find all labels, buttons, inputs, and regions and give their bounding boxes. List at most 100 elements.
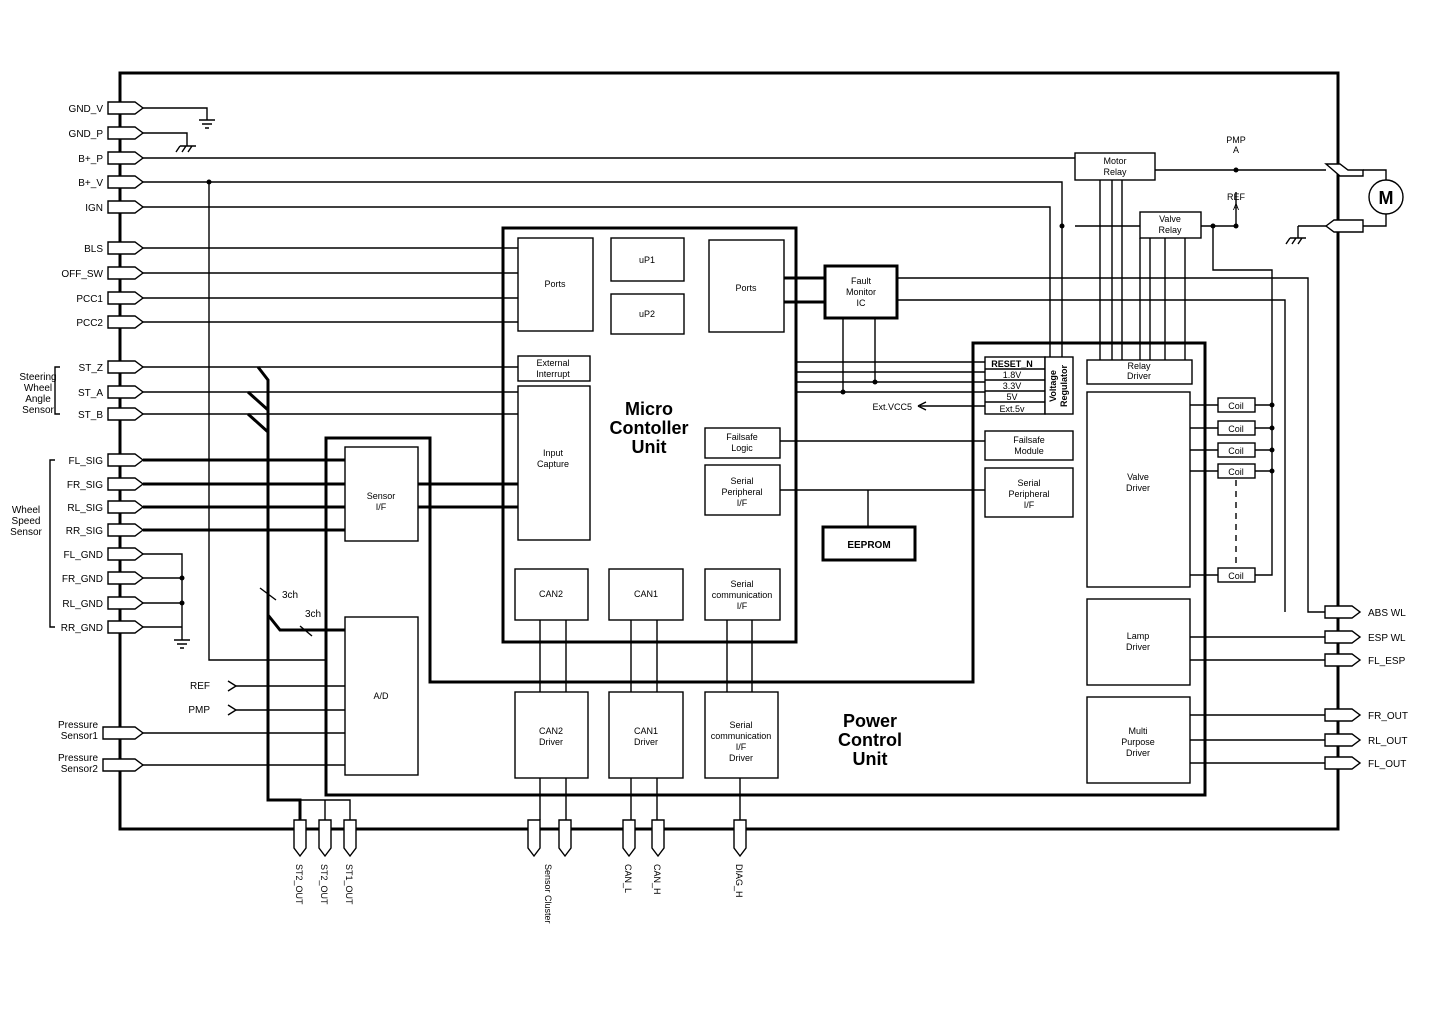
pressure1-label-1: Pressure [58,720,98,731]
serial-driver-1: Serial [729,720,752,730]
motor-relay-2: Relay [1103,167,1127,177]
mcu-serial-comm-3: I/F [737,601,748,611]
right-connector-pin [1324,653,1362,667]
pressure2-label-2: Sensor2 [61,764,99,775]
coil-3: Coil [1228,446,1244,456]
left-connector-label: RL_GND [62,599,103,610]
bottom-connector-label: ST2_OUT [294,864,304,905]
lamp-driver-2: Driver [1126,642,1150,652]
bottom-connector-pin [622,819,636,858]
pcu-title-3: Unit [853,749,888,769]
can2-driver-1: CAN2 [539,726,563,736]
mcu-blocks: Ports uP1 uP2 Ports External Interrupt I… [514,237,785,621]
left-connector-label: PCC2 [76,318,103,329]
ref-a-2: A [1233,202,1239,212]
micro-controller-unit [501,226,798,644]
left-connector-label: B+_P [78,154,103,165]
left-connector-pin [107,291,145,305]
fault-monitor-2: Monitor [846,287,876,297]
mcu-up1: uP1 [639,255,655,265]
failsafe-module-1: Failsafe [1013,435,1045,445]
left-connector-pin [107,385,145,399]
right-connector-pin [1324,605,1362,619]
left-connector-label: RR_SIG [66,526,103,537]
left-connector-pin [107,151,145,165]
pcu-blocks: Sensor I/F A/D CAN2 Driver CAN1 Driver S… [344,356,1193,784]
right-connector-pin [1324,630,1362,644]
bottom-connector-pin [318,819,332,858]
pmp-label: PMP [188,705,210,716]
left-connector-pin [107,101,145,115]
left-connector-label: FR_GND [62,574,103,585]
left-connector-pin [107,523,145,537]
bottom-connector-pin [558,819,572,858]
pcu-title-1: Power [843,711,897,731]
left-connector-pin [107,407,145,421]
steering-label-4: Sensor [22,405,54,416]
bottom-connector-label: DIAG_H [734,864,744,898]
input-capture-1: Input [543,448,564,458]
valve-relay-2: Relay [1158,225,1182,235]
bottom-connector-pin [733,819,747,858]
ground-symbols [174,119,1306,649]
wheel-speed-label-2: Speed [12,516,41,527]
left-connector-label: FL_GND [64,550,103,561]
rail-3v3: 3.3V [1003,381,1022,391]
motor-label: M [1379,188,1394,208]
left-connector-pin [107,547,145,561]
ref-a-1: REF [1227,192,1246,202]
motor-icon [1368,179,1404,215]
can1-driver-2: Driver [634,737,658,747]
coil-4: Coil [1228,467,1244,477]
left-connector-pin [107,596,145,610]
group-labels: Steering Wheel Angle Sensor Wheel Speed … [10,366,321,775]
3ch-label-1: 3ch [282,590,298,601]
bottom-connector-label: Sensor Cluster [543,864,553,924]
serial-driver-4: Driver [729,753,753,763]
failsafe-module-2: Module [1014,446,1044,456]
junctions [179,167,1275,606]
input-capture-2: Capture [537,459,569,469]
lamp-driver-1: Lamp [1127,631,1150,641]
failsafe-logic-2: Logic [731,443,753,453]
left-connector-label: ST_B [78,410,103,421]
relay-driver-1: Relay [1127,361,1151,371]
bottom-connector-pin [651,819,665,858]
left-connector-pin [107,453,145,467]
rail-ext5v: Ext.5v [999,404,1025,414]
left-connector-pin [107,266,145,280]
left-connector-label: GND_P [69,129,104,140]
ext-interrupt-1: External [536,358,569,368]
ext-vcc5: Ext.VCC5 [872,402,912,412]
bottom-connector-label: CAN_L [623,864,633,893]
right-connector-label: FL_OUT [1368,759,1406,770]
mcu-serial-comm-1: Serial [730,579,753,589]
reset-n: RESET_N [991,359,1033,369]
right-connector-pin [1324,708,1362,722]
coil-n: Coil [1228,571,1244,581]
left-connectors: GND_VGND_PB+_PB+_VIGNBLSOFF_SWPCC1PCC2ST… [61,101,145,634]
steering-label-2: Wheel [24,383,52,394]
ecu-housing [118,71,1340,831]
ref-label: REF [190,681,210,692]
pcu-serial-3: I/F [1024,500,1035,510]
valve-driver-2: Driver [1126,483,1150,493]
left-connector-label: OFF_SW [61,269,103,280]
ext-interrupt-2: Interrupt [536,369,570,379]
left-connector-label: FL_SIG [69,456,104,467]
left-connector-pin [107,315,145,329]
pmp-a-2: A [1233,145,1239,155]
right-connector-label: ESP WL [1368,633,1406,644]
bottom-connector-label: ST1_OUT [344,864,354,905]
bottom-connector-label: CAN_H [652,864,662,895]
mcu-can2: CAN2 [539,589,563,599]
mcu-ports-left: Ports [544,279,566,289]
multi-driver-2: Purpose [1121,737,1155,747]
fault-monitor-eeprom: Fault Monitor IC EEPROM Ext.VCC5 [821,264,927,562]
left-connector-pin [107,500,145,514]
can1-driver-1: CAN1 [634,726,658,736]
left-connector-label: RR_GND [61,623,103,634]
mcu-serial-3: I/F [737,498,748,508]
left-connector-pin [107,126,145,140]
